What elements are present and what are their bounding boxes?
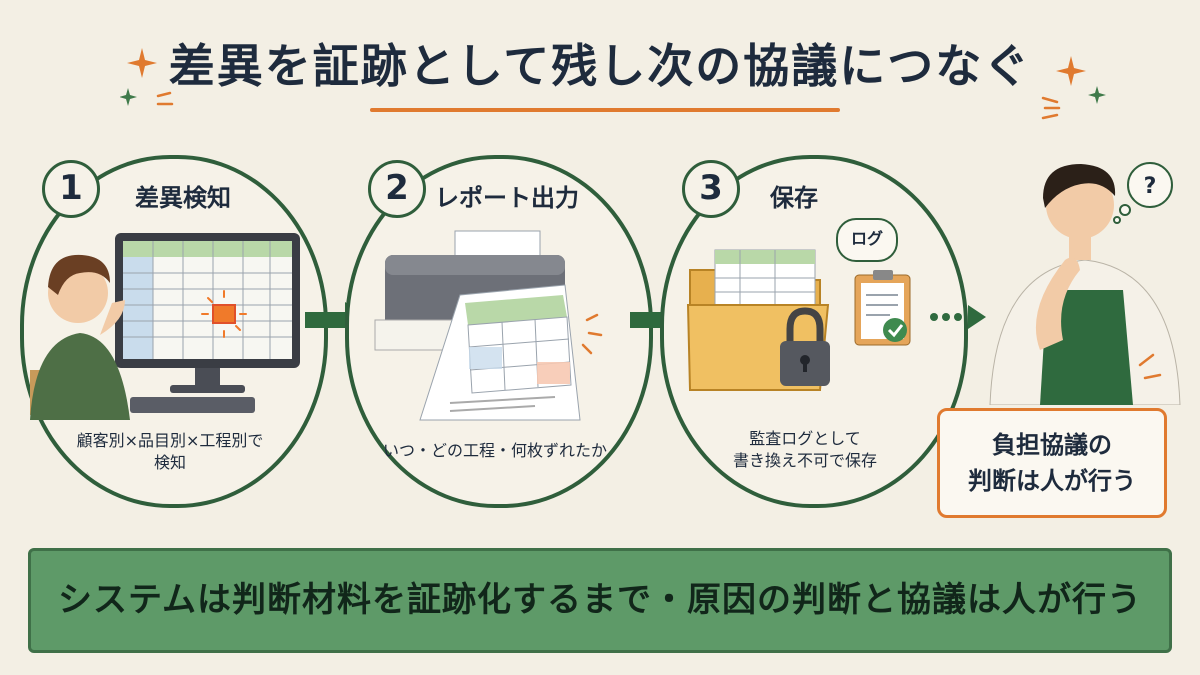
- step-3-description: 監査ログとして 書き換え不可で保存: [732, 429, 877, 470]
- thinking-person-icon: ?: [989, 162, 1181, 405]
- step-3-number: 3: [682, 160, 740, 218]
- step-2-description: いつ・どの工程・何枚ずれたか: [382, 441, 607, 460]
- title-underline: [370, 108, 840, 112]
- page-title: 差異を証跡として残し次の協議につなぐ: [168, 39, 1032, 93]
- monitor-illustration-icon: [30, 233, 300, 420]
- step-3-title: 保存: [770, 184, 818, 212]
- sparkle-icon: [1041, 56, 1106, 120]
- log-speech-bubble: ログ: [836, 218, 898, 262]
- sparkle-icon: [120, 48, 174, 106]
- bottom-message: システムは判断材料を証跡化するまで・原因の判断と協議は人が行う: [28, 548, 1172, 653]
- step-2-title: レポート出力: [435, 184, 579, 212]
- step-2-number: 2: [368, 160, 426, 218]
- judgement-box: 負担協議の 判断は人が行う: [937, 408, 1167, 518]
- folder-lock-icon: [686, 249, 911, 391]
- dotted-arrow-icon: [930, 305, 986, 329]
- question-mark: ?: [1144, 174, 1157, 199]
- judgement-line-1: 負担協議の: [992, 431, 1112, 459]
- step-1-description: 顧客別×品目別×工程別で 検知: [76, 431, 264, 472]
- step-1-title: 差異検知: [135, 184, 231, 212]
- step-1-number: 1: [42, 160, 100, 218]
- printer-report-icon: [374, 230, 603, 421]
- judgement-line-2: 判断は人が行う: [968, 467, 1136, 495]
